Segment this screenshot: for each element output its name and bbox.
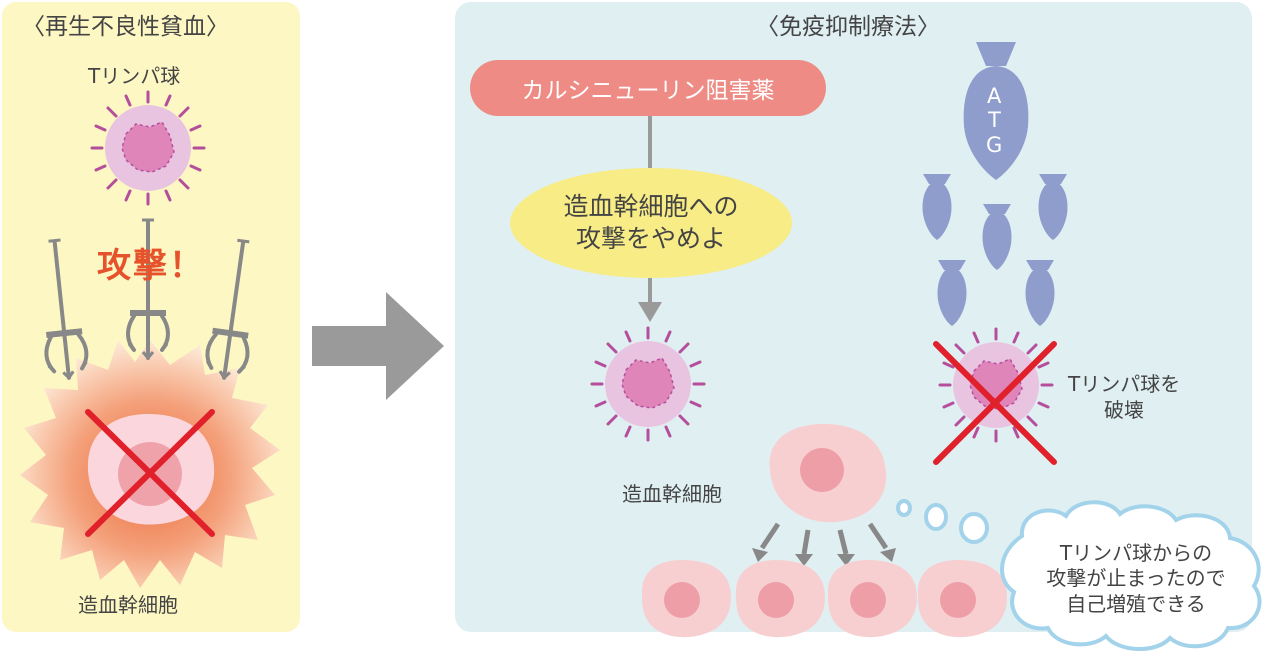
destroy-label-line-1: Tリンパ球を [1068,372,1181,396]
right-panel-title: 〈免疫抑制療法〉 [756,14,940,40]
atg-letter-t: T [988,108,1001,132]
t-cell-destroyed [938,327,1054,443]
calcineurin-inhibitor-pill: カルシニューリン阻害薬 [470,60,826,116]
destroy-label-line-2: 破壊 [1104,398,1144,422]
atg-small-bombs [922,174,1068,326]
stem-cell-label-left: 造血幹細胞 [78,593,178,617]
attack-label: 攻撃！ [97,246,205,286]
stop-attack-line-1: 造血幹細胞への [563,192,739,221]
forks-left [32,218,266,383]
down-arrow-ellipse-cell [638,278,662,322]
thought-bubble [896,499,1262,652]
cross-right [933,341,1057,465]
t-cell-label-left: Tリンパ球 [88,64,181,88]
stem-cell-label-right: 造血幹細胞 [622,482,722,506]
atg-letter-g: G [986,133,1003,157]
proliferation-arrows [752,522,896,566]
stem-cell-right [769,424,887,523]
atg-bomb [963,42,1029,180]
bubble-line-2: 攻撃が止まったので [1046,566,1226,591]
bubble-line-1: Tリンパ球からの [1059,540,1213,565]
t-cell-attacker [90,90,206,206]
left-panel-title: 〈再生不良性貧血〉 [22,14,229,40]
atg-letter-a: A [987,84,1002,108]
bubble-line-3: 自己増殖できる [1066,591,1206,616]
stop-attack-line-2: 攻撃をやめよ [575,224,726,253]
transition-arrow [312,292,444,400]
daughter-cells [642,560,1007,638]
calcineurin-inhibitor-label: カルシニューリン阻害薬 [521,78,775,104]
cross-left [85,409,215,537]
t-cell-calmed [590,326,706,442]
bubble-text: Tリンパ球からの 攻撃が止まったので 自己増殖できる [1005,521,1267,637]
stop-attack-ellipse: 造血幹細胞への 攻撃をやめよ [510,168,792,278]
